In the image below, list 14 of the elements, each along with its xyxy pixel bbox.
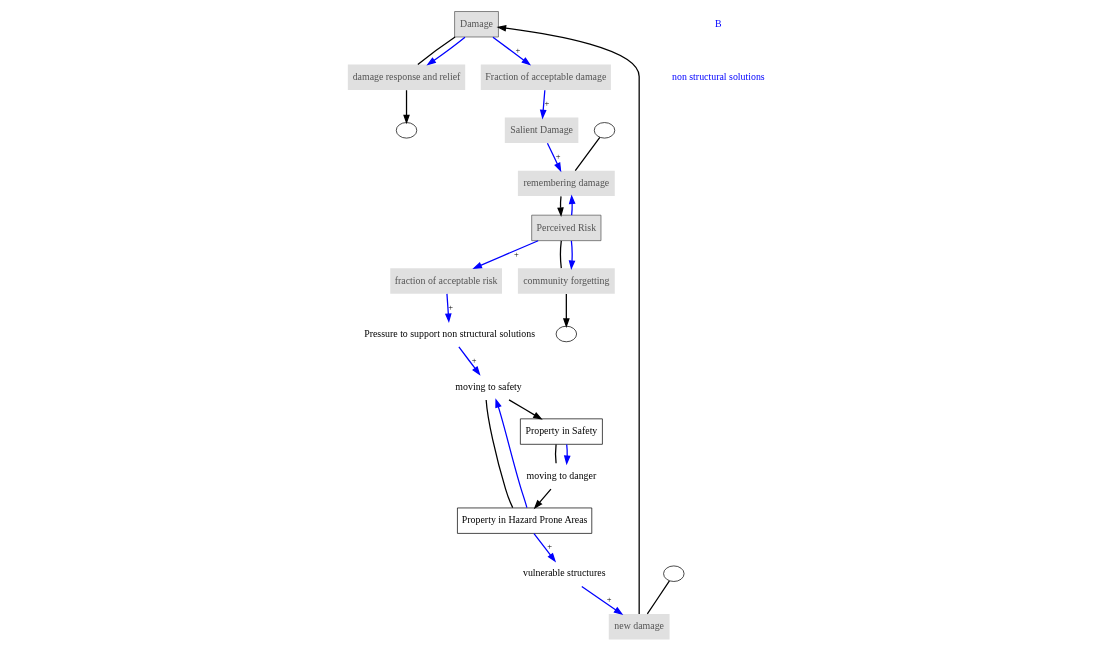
label: non structural solutions: [671, 70, 765, 82]
node-text: vulnerable structures: [522, 567, 605, 579]
edge-label: +: [555, 151, 561, 162]
edge-label: +: [471, 354, 476, 365]
edge-label: +: [447, 301, 453, 312]
node-text: moving to safety: [454, 380, 522, 392]
node-text: moving to danger: [526, 469, 596, 481]
edge-label: +: [544, 98, 549, 108]
edge-label: +: [515, 44, 520, 55]
edge-label: +: [546, 541, 552, 552]
edge-label: +: [513, 248, 519, 259]
label: B: [714, 17, 722, 29]
node-text: Pressure to support non structural solutions: [363, 327, 535, 339]
edge-label: +: [606, 594, 612, 605]
